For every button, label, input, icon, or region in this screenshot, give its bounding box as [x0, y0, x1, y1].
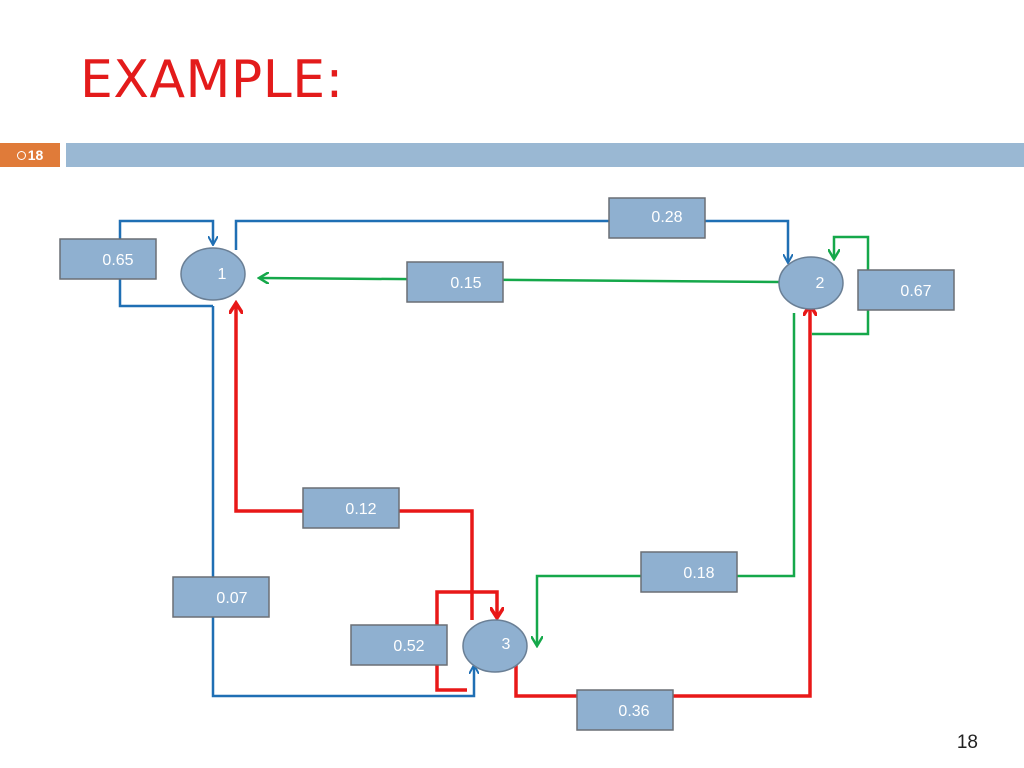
- svg-text:0.52: 0.52: [393, 638, 424, 655]
- svg-text:0.67: 0.67: [900, 283, 931, 300]
- node-3-label: 3: [502, 636, 511, 653]
- node-1: 1: [180, 247, 246, 301]
- title-bar: [66, 143, 1024, 167]
- edge-3-2: [514, 306, 810, 698]
- edge-label-0.18: 0.18: [640, 551, 738, 593]
- edge-label-0.12: 0.12: [302, 487, 400, 529]
- edge-2-2: [812, 235, 870, 336]
- svg-text:0.28: 0.28: [651, 209, 682, 226]
- badge-number: 18: [27, 147, 44, 163]
- edge-1-2: [234, 219, 788, 262]
- edge-label-0.36: 0.36: [576, 689, 674, 731]
- svg-text:0.65: 0.65: [102, 252, 133, 269]
- page-number: 18: [956, 732, 978, 753]
- edge-1-3: [211, 306, 474, 698]
- svg-text:0.07: 0.07: [216, 590, 247, 607]
- edge-label-0.65: 0.65: [59, 238, 157, 280]
- edge-label-0.07: 0.07: [172, 576, 270, 618]
- edge-label-0.15: 0.15: [406, 261, 504, 303]
- svg-text:0.12: 0.12: [345, 501, 376, 518]
- slide-title: EXAMPLE:: [80, 50, 344, 110]
- edge-3-3: [435, 590, 497, 692]
- edge-2-1: [260, 278, 780, 282]
- edge-label-0.67: 0.67: [857, 269, 955, 311]
- edge-2-3: [537, 313, 796, 645]
- svg-text:0.15: 0.15: [450, 275, 481, 292]
- edge-3-1: [236, 304, 474, 620]
- svg-text:0.36: 0.36: [618, 703, 649, 720]
- node-3: 3: [462, 619, 528, 673]
- svg-text:0.18: 0.18: [683, 565, 714, 582]
- edge-label-0.52: 0.52: [350, 624, 448, 666]
- node-2-label: 2: [816, 275, 825, 292]
- edge-label-0.28: 0.28: [608, 197, 706, 239]
- slide-number-badge: 18: [0, 143, 60, 167]
- circle-icon: [16, 150, 26, 160]
- node-2: 2: [778, 256, 844, 310]
- node-1-label: 1: [218, 266, 227, 283]
- edge-1-1: [118, 219, 213, 308]
